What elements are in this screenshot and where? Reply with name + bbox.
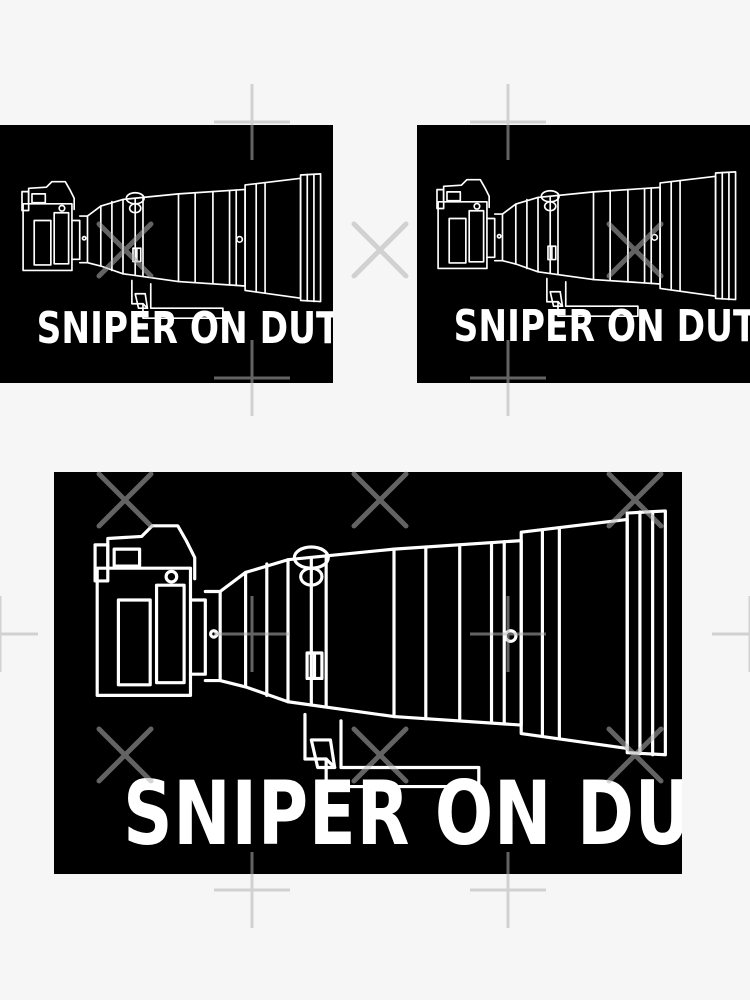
- sticker-large: SNIPER ON DUTY: [54, 472, 682, 874]
- sticker-caption: SNIPER ON DUTY: [123, 762, 682, 865]
- sticker-caption: SNIPER ON DUTY: [453, 301, 750, 352]
- sticker-caption: SNIPER ON DUTY: [36, 303, 333, 354]
- sticker-small-left: SNIPER ON DUTY: [0, 125, 333, 383]
- sticker-small-right: SNIPER ON DUTY: [417, 125, 750, 383]
